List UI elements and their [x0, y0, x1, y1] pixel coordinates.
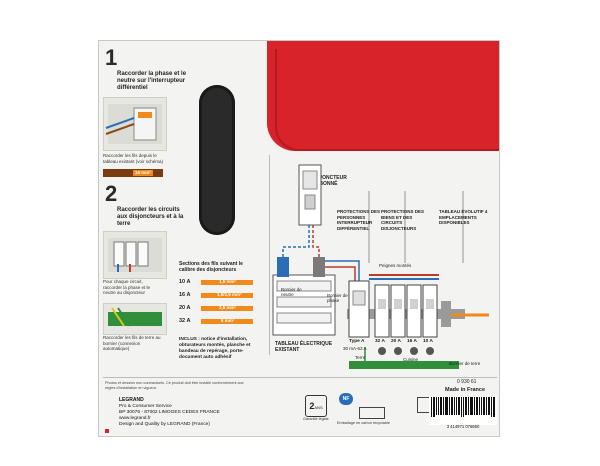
step2-caption2: Raccorder les fils de terre au bornier (… — [103, 335, 161, 351]
step1-illustration — [105, 104, 162, 144]
wire-sections-heading: Sections des fils suivant le calibre des… — [179, 261, 243, 273]
step2-photo-2 — [103, 303, 167, 335]
footer-website: www.legrand.fr — [119, 416, 151, 421]
wire-bar-4 — [201, 319, 253, 324]
disjoncteur-label: DISJONCTEUR D'ABONNÉ — [311, 175, 347, 187]
rating-10a: 10 A — [423, 339, 433, 344]
made-in: Made in France — [445, 387, 486, 393]
step1-photo — [103, 97, 167, 151]
type-a-rating: 30 mA-63 A — [343, 346, 367, 351]
panel-divider — [269, 155, 270, 355]
col-tableau-evolutif: TABLEAU ÉVOLUTIF 4 emplacements disponib… — [439, 209, 488, 225]
product-ref: 0 930 61 — [457, 379, 477, 385]
guarantee-badge: 2ANS — [305, 395, 327, 417]
cuisine-label: Cuisine — [403, 357, 419, 362]
recycle-symbols — [359, 407, 385, 419]
wire-sections-table: 10 A 1,5 mm² 16 A 1,5/2,5 mm² 20 A 2,5 m… — [179, 279, 259, 335]
step1-number: 1 — [105, 45, 118, 70]
section-row4: 6 mm² — [221, 318, 235, 323]
rating-32a: 32 A — [375, 339, 385, 344]
wire-bar-3 — [201, 306, 253, 311]
guarantee-text: Garantie légale — [303, 417, 329, 421]
footer-divider — [103, 377, 497, 378]
wire-bar-2 — [201, 293, 253, 298]
col-personnes: PROTECTIONS DES PERSONNES interrupteur d… — [337, 209, 381, 231]
step1-title: Raccorder la phase et le neutre sur l'in… — [117, 71, 187, 91]
carry-handle[interactable] — [199, 85, 235, 235]
step2-illustration-1 — [108, 238, 162, 272]
footer-address: BP 30076 - 87002 LIMOGES CEDEX FRANCE — [119, 410, 220, 415]
terre-label: Terre — [355, 355, 366, 360]
package-back: 1 Raccorder la phase et le neutre sur l'… — [98, 40, 500, 437]
guarantee-years: 2 — [309, 401, 315, 411]
rating-row3: 20 A — [179, 305, 191, 311]
legal-note: Photos et dessins non contractuels. Ce p… — [105, 381, 244, 390]
rating-20a: 20 A — [391, 339, 401, 344]
included-text: INCLUS : notice d'installation, obturate… — [179, 337, 251, 360]
guarantee-unit: ANS — [314, 405, 323, 410]
nf-logo: NF — [339, 393, 353, 405]
bornier-terre-label: Bornier de terre — [449, 361, 481, 366]
bornier-phase-label: Bornier de phase — [327, 293, 348, 303]
step2-photo-1 — [103, 231, 167, 279]
barcode-digits: 3 414971 076660 — [446, 424, 480, 429]
footer-brand: LEGRAND — [119, 397, 144, 403]
rating-row4: 32 A — [179, 318, 191, 324]
footer-service: Pro & Consumer Service — [119, 404, 172, 409]
step2-illustration-2 — [108, 307, 162, 327]
footer-design: Design and Quality by LEGRAND (France) — [119, 422, 210, 427]
section-row3: 2,5 mm² — [219, 305, 237, 310]
col-biens: PROTECTIONS DES BIENS ET DES CIRCUITS di… — [381, 209, 425, 231]
corner-mark-icon — [105, 429, 109, 433]
wire-bar-1 — [201, 280, 253, 285]
step2-caption1: Pour chaque circuit, raccorder la phase … — [103, 279, 151, 295]
rating-row2: 16 A — [179, 292, 191, 298]
red-flap — [267, 41, 499, 151]
barcode: 3 414971 076660 — [429, 397, 497, 429]
barcode-bars — [431, 397, 495, 417]
section-row2: 1,5/2,5 mm² — [217, 292, 242, 297]
step2-title: Raccorder les circuits aux disjoncteurs … — [117, 207, 184, 227]
rating-16a: 16 A — [407, 339, 417, 344]
recycle-text: Emballage en carton recyclable — [337, 421, 390, 425]
step1-wire-label: 16 mm² — [133, 170, 153, 176]
step1-caption: Raccorder les fils depuis le tableau exi… — [103, 153, 164, 164]
section-row1: 1,5 mm² — [219, 279, 237, 284]
wiring-diagram — [272, 164, 489, 369]
rating-row1: 10 A — [179, 279, 191, 285]
tableau-existant-label: TABLEAU ÉLECTRIQUE EXISTANT — [275, 341, 333, 353]
peignes-label: Peignes montés — [379, 263, 412, 268]
type-a-label: Type A — [349, 339, 365, 344]
step2-number: 2 — [105, 181, 118, 206]
bornier-neutre-label: Bornier de neutre — [281, 287, 302, 297]
red-flap-edge — [275, 49, 499, 151]
